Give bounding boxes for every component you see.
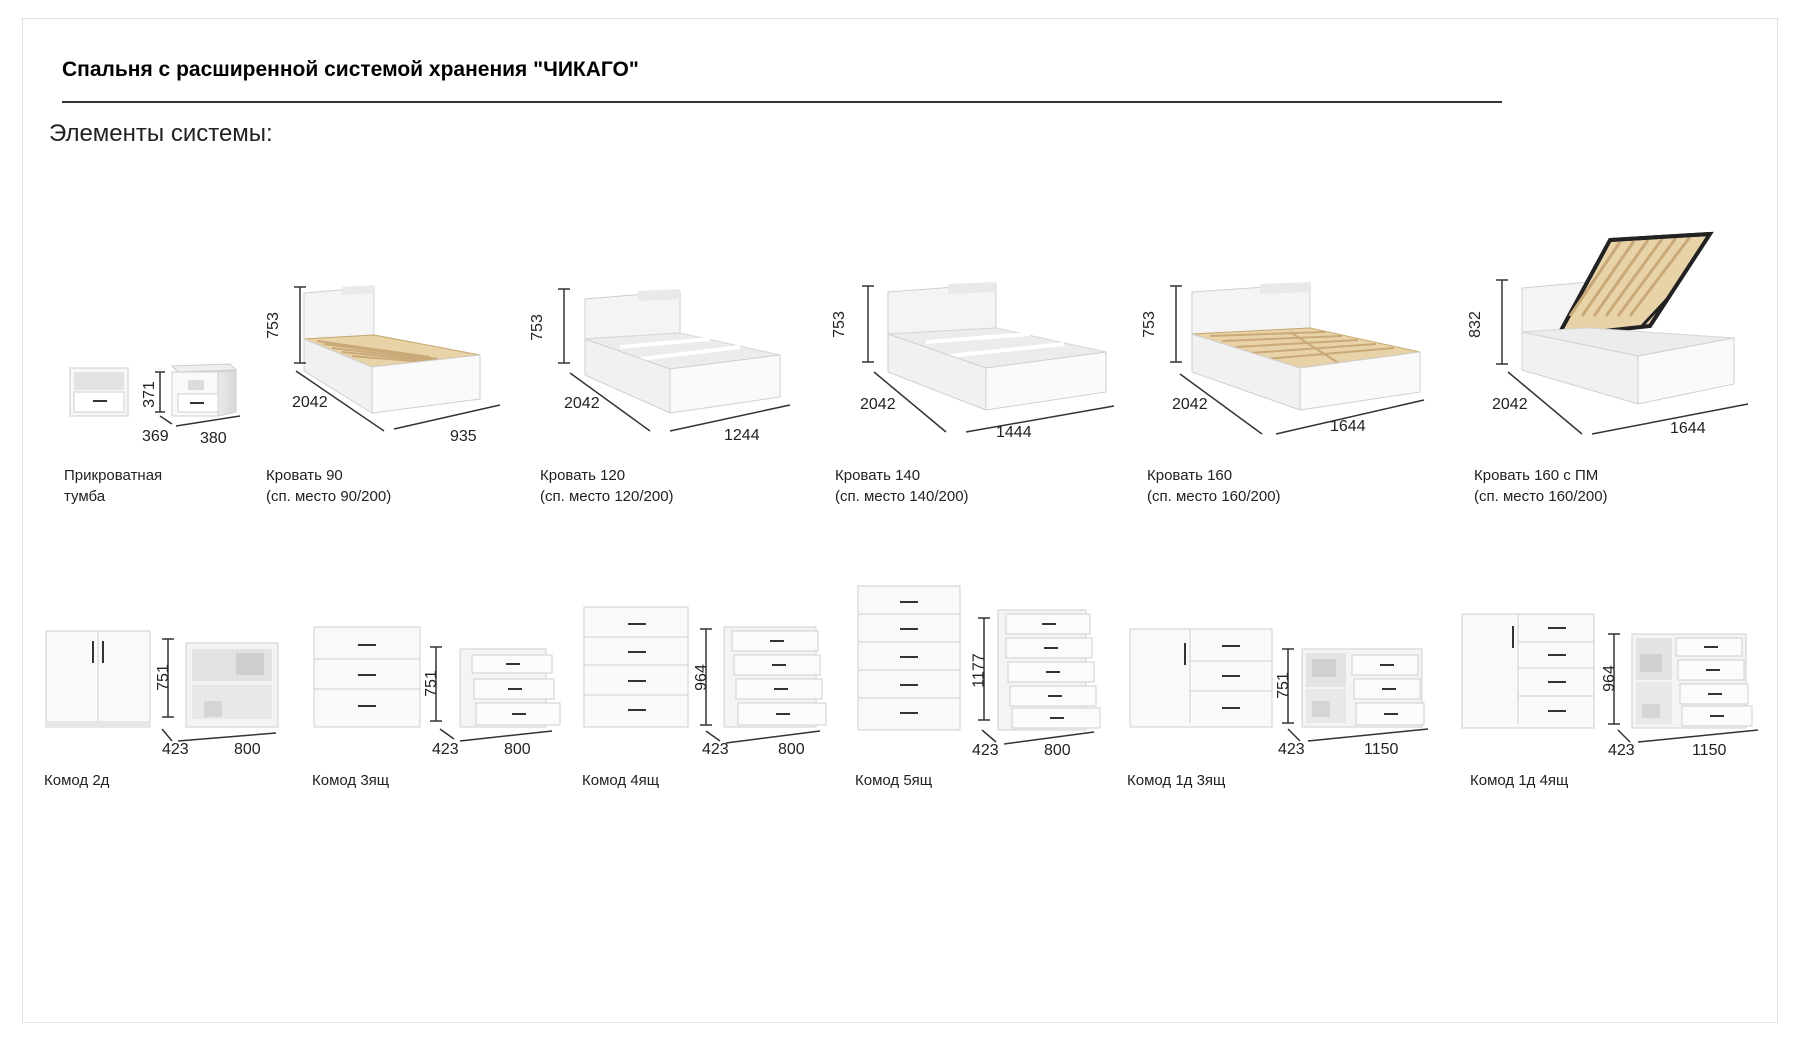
item-bed-140: 753 2042 1444	[831, 270, 1118, 445]
bed-160-lift-sleep-size: (сп. место 160/200)	[1474, 488, 1608, 505]
dresser-1d3-illustration	[1129, 628, 1429, 742]
bed-90-illustration	[294, 285, 501, 432]
page-frame	[22, 18, 1778, 1023]
bed-140-width-label: 1444	[996, 424, 1032, 441]
dresser-2d-height-label: 751	[154, 664, 172, 691]
nightstand-height-label: 371	[140, 381, 158, 408]
dresser-3-caption: Комод 3ящ	[312, 772, 390, 789]
dresser-3-height-label: 751	[422, 670, 440, 697]
item-bed-90: 753 2042 935	[262, 275, 512, 450]
bed-140-illustration	[862, 282, 1115, 433]
dresser-2d-width-label: 800	[234, 741, 261, 758]
bed-140-sleep-size: (сп. место 140/200)	[835, 488, 969, 505]
dresser-2d-caption: Комод 2д	[44, 772, 110, 789]
bed-160-lift-name: Кровать 160 с ПМ	[1474, 467, 1599, 484]
dresser-4-height-label: 964	[692, 664, 710, 691]
bed-160-name: Кровать 160	[1147, 467, 1233, 484]
dresser-1d3-depth-label: 423	[1278, 741, 1305, 758]
item-dresser-3: 751 423 800	[312, 625, 562, 765]
bed-160-lift-caption: Кровать 160 с ПМ (сп. место 160/200)	[1474, 465, 1608, 507]
item-bed-160: 753 2042 1644	[1141, 270, 1440, 445]
bed-120-name: Кровать 120	[540, 467, 626, 484]
bed-120-width-label: 1244	[724, 427, 760, 444]
dresser-2d-depth-label: 423	[162, 741, 189, 758]
dresser-3-depth-label: 423	[432, 741, 459, 758]
dresser-3-illustration	[313, 626, 561, 742]
dresser-1d3-height-label: 751	[1274, 672, 1292, 699]
dresser-2d-illustration	[45, 630, 279, 742]
dresser-5-caption: Комод 5ящ	[855, 772, 933, 789]
bed-160-lift-height-label: 832	[1466, 311, 1484, 338]
nightstand-name-line2: тумба	[64, 488, 106, 505]
bed-120-illustration	[558, 288, 791, 432]
dresser-4-depth-label: 423	[702, 741, 729, 758]
dresser-1d3-caption: Комод 1д 3ящ	[1127, 772, 1226, 789]
bed-90-depth-label: 2042	[292, 394, 328, 411]
nightstand-dimensions	[155, 371, 241, 427]
bed-160-lift-illustration	[1496, 231, 1749, 435]
bed-160-lift-depth-label: 2042	[1492, 396, 1528, 413]
item-dresser-5: 1177 423 800	[856, 584, 1116, 764]
dresser-5-width-label: 800	[1044, 742, 1071, 759]
bed-160-illustration	[1170, 282, 1425, 435]
section-subtitle: Элементы системы:	[49, 120, 273, 147]
bed-160-depth-label: 2042	[1172, 396, 1208, 413]
bed-120-depth-label: 2042	[564, 395, 600, 412]
bed-140-name: Кровать 140	[835, 467, 921, 484]
nightstand-width-label: 380	[200, 430, 227, 447]
bed-140-caption: Кровать 140 (сп. место 140/200)	[835, 465, 969, 507]
bed-160-height-label: 753	[1140, 311, 1158, 338]
item-bed-160-lift: 832 2042 1644	[1467, 231, 1768, 447]
bed-90-caption: Кровать 90 (сп. место 90/200)	[266, 465, 391, 507]
dresser-3-width-label: 800	[504, 741, 531, 758]
bed-90-width-label: 935	[450, 428, 477, 445]
bed-140-depth-label: 2042	[860, 396, 896, 413]
nightstand-caption: Прикроватная тумба	[64, 465, 162, 507]
dresser-5-illustration	[857, 585, 1101, 745]
dresser-1d4-illustration	[1461, 613, 1759, 743]
dresser-4-illustration	[583, 606, 827, 744]
bed-160-lift-width-label: 1644	[1670, 420, 1706, 437]
bed-140-height-label: 753	[830, 311, 848, 338]
dresser-5-depth-label: 423	[972, 742, 999, 759]
bed-160-width-label: 1644	[1330, 418, 1366, 435]
title-divider	[62, 101, 1502, 103]
dresser-1d4-depth-label: 423	[1608, 742, 1635, 759]
item-dresser-1d4: 964 423 1150	[1460, 612, 1780, 767]
bed-120-height-label: 753	[528, 314, 546, 341]
bed-90-height-label: 753	[264, 312, 282, 339]
bed-120-caption: Кровать 120 (сп. место 120/200)	[540, 465, 674, 507]
dresser-1d4-caption: Комод 1д 4ящ	[1470, 772, 1569, 789]
item-dresser-2d: 751 423 800	[44, 625, 294, 765]
dresser-5-height-label: 1177	[970, 653, 988, 688]
bed-160-sleep-size: (сп. место 160/200)	[1147, 488, 1281, 505]
item-bed-120: 753 2042 1244	[529, 275, 800, 450]
nightstand-depth-label: 369	[142, 428, 169, 445]
bed-120-sleep-size: (сп. место 120/200)	[540, 488, 674, 505]
bed-90-name: Кровать 90	[266, 467, 343, 484]
dresser-1d4-width-label: 1150	[1692, 742, 1727, 759]
nightstand-name: Прикроватная	[64, 467, 163, 484]
bed-90-sleep-size: (сп. место 90/200)	[266, 488, 392, 505]
bed-160-caption: Кровать 160 (сп. место 160/200)	[1147, 465, 1281, 507]
item-dresser-4: 964 423 800	[582, 605, 842, 765]
dresser-1d4-height-label: 964	[1600, 665, 1618, 692]
dresser-4-width-label: 800	[778, 741, 805, 758]
nightstand-illustration	[69, 363, 238, 417]
item-dresser-1d3: 751 423 1150	[1128, 625, 1448, 765]
page-title: Спальня с расширенной системой хранения …	[62, 58, 639, 81]
item-nightstand: 371 369 380	[60, 360, 260, 460]
dresser-4-caption: Комод 4ящ	[582, 772, 660, 789]
dresser-1d3-width-label: 1150	[1364, 741, 1399, 758]
